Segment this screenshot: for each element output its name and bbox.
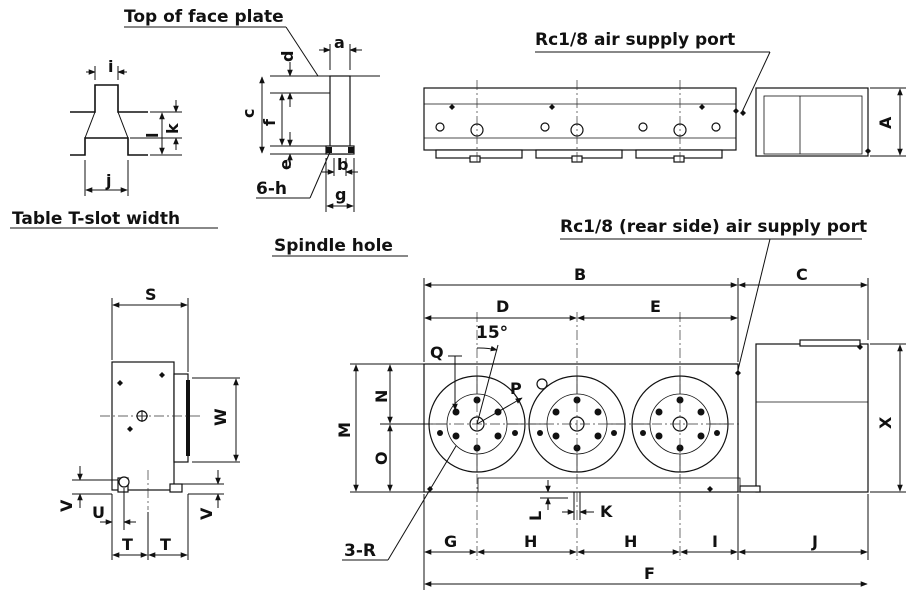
- dim-l: l: [143, 133, 162, 138]
- dim-M: M: [335, 422, 354, 438]
- dim-T-2: T: [160, 535, 171, 554]
- top-view: Rc1/8 air supply port A: [423, 30, 906, 165]
- dim-W: W: [211, 408, 230, 426]
- dim-S: S: [145, 285, 157, 304]
- dim-T-1: T: [122, 535, 133, 554]
- dim-K: K: [600, 502, 613, 521]
- spindle-body: [329, 75, 351, 155]
- dim-B: B: [574, 265, 586, 284]
- dim-F: F: [644, 564, 655, 583]
- angle-label: 15°: [476, 323, 508, 343]
- dim-i: i: [108, 57, 113, 76]
- dim-U: U: [92, 503, 105, 522]
- dim-k: k: [163, 123, 182, 134]
- dim-f: f: [260, 118, 279, 126]
- air-port-rear-label: Rc1/8 (rear side) air supply port: [560, 217, 867, 237]
- dim-G: G: [444, 532, 457, 551]
- side-view: S W T T U V V: [57, 285, 240, 560]
- dim-V-2: V: [197, 507, 216, 520]
- dim-J: J: [811, 532, 818, 551]
- spindle-hole-detail: Top of face plate a d c f e b g: [124, 7, 408, 257]
- three-r-label: 3-R: [344, 541, 376, 561]
- table-t-slot-label: Table T-slot width: [12, 209, 180, 229]
- top-view-body: [423, 87, 737, 151]
- dim-C: C: [796, 265, 808, 284]
- dim-g: g: [335, 185, 346, 204]
- air-port-top-label: Rc1/8 air supply port: [535, 30, 735, 50]
- dim-H-2: H: [624, 532, 637, 551]
- dim-D: D: [496, 297, 509, 316]
- dim-N: N: [372, 390, 391, 403]
- dim-X: X: [876, 416, 895, 429]
- dim-c: c: [239, 109, 258, 118]
- dim-P: P: [510, 379, 522, 398]
- dim-V-1: V: [57, 499, 76, 512]
- dim-a: a: [334, 33, 345, 52]
- dim-Q: Q: [430, 343, 444, 362]
- dim-H-1: H: [524, 532, 537, 551]
- dim-d: d: [278, 51, 297, 62]
- dim-O: O: [372, 451, 391, 465]
- dim-L: L: [526, 511, 545, 521]
- dim-e: e: [276, 159, 295, 170]
- dim-E: E: [650, 297, 661, 316]
- side-view-body: [111, 361, 175, 491]
- six-h-label: 6-h: [256, 179, 287, 199]
- dim-b: b: [337, 155, 348, 174]
- front-view-motor: [755, 343, 869, 493]
- front-view: Rc1/8 (rear side) air supply port: [335, 217, 906, 590]
- dim-A: A: [876, 116, 895, 129]
- dim-j: j: [105, 171, 111, 190]
- top-view-motor: [755, 87, 869, 157]
- dim-I: I: [712, 532, 718, 551]
- t-slot-detail: i j k l Table T-slot width: [10, 57, 218, 229]
- top-face-plate-label: Top of face plate: [124, 7, 284, 27]
- spindle-hole-label: Spindle hole: [274, 236, 393, 256]
